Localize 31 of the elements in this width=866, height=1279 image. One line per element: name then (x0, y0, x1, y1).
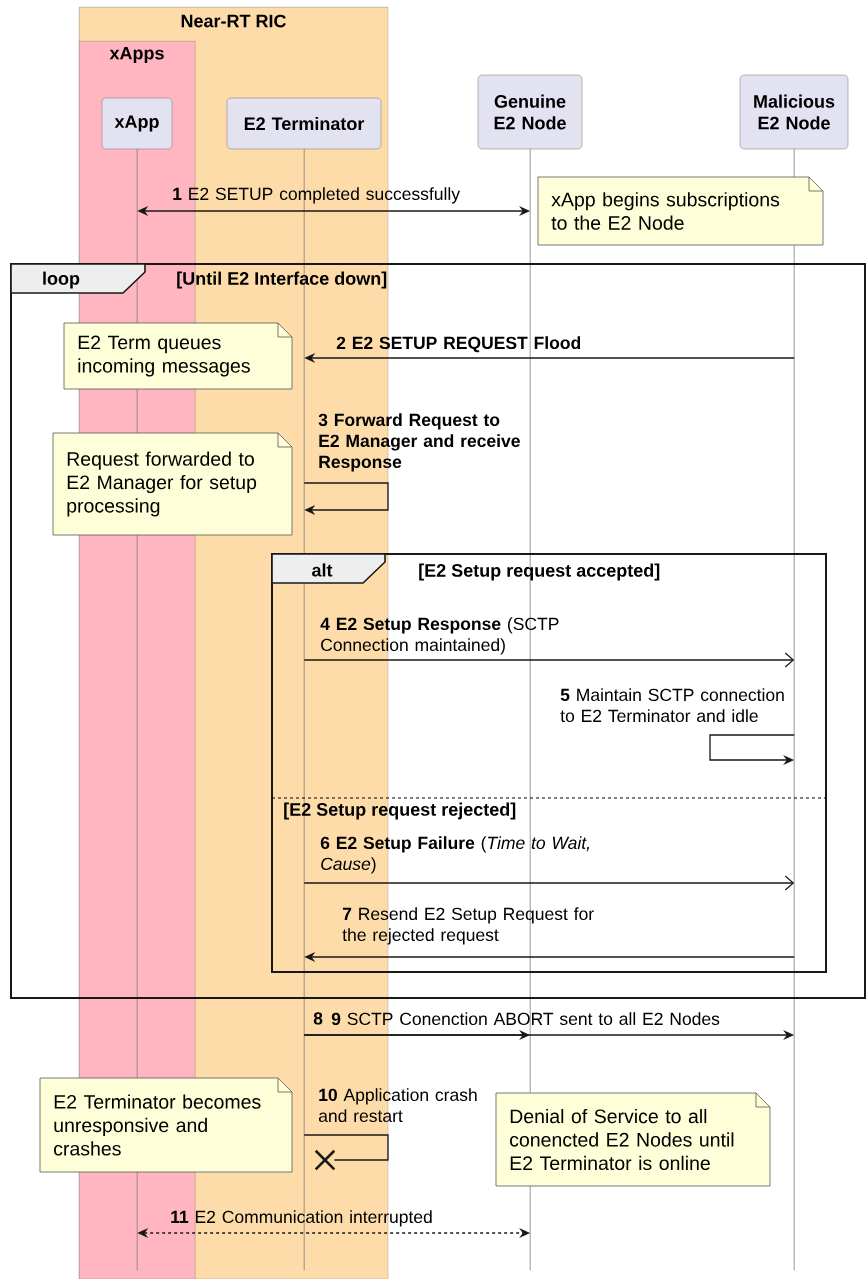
edge-label: 6 E2 Setup Failure (Time to Wait, Cause) (320, 836, 589, 874)
message-arrow (303, 652, 795, 668)
destroy-mark (314, 1149, 336, 1171)
edge-label: 9 SCTP Conenction ABORT sent to all E2 Nodes (331, 1012, 720, 1026)
lifeline (303, 148, 305, 1271)
edge-label: 4 E2 Setup Response (SCTP Connection maintained) (320, 617, 559, 655)
note: xApp begins subscriptions to the E2 Node (537, 176, 824, 246)
edge-label: 2 E2 SETUP REQUEST Flood (336, 336, 581, 353)
edge-label: 8 (313, 1012, 323, 1025)
edge-label: 10 Application crash and restart (318, 1088, 477, 1123)
guard-label: [Until E2 Interface down] (177, 271, 387, 289)
note: E2 Term queues incoming messages (63, 322, 293, 390)
guard-label: [E2 Setup request accepted] (419, 563, 660, 581)
lifeline (529, 148, 531, 1271)
edge-label: 7 Resend E2 Setup Request for the rejected request (342, 907, 594, 945)
edge-label: 11 E2 Communication interrupted (171, 1210, 432, 1227)
note: Denial of Service to all conencted E2 Nodes until E2 Terminator is online (495, 1092, 771, 1187)
note: E2 Terminator becomes unresponsive and crashes (39, 1077, 293, 1173)
participant-box: Malicious E2 Node (739, 74, 849, 150)
fragment-tab: loop (10, 263, 146, 294)
participant-box: E2 Terminator (226, 97, 382, 150)
note: Request forwarded to E2 Manager for setup processing (52, 432, 293, 536)
edge-label: 1 E2 SETUP completed successfully (173, 187, 460, 204)
participant-box: xApp (101, 97, 173, 150)
lifeline (793, 148, 795, 1271)
message-arrow (303, 875, 795, 891)
message-arrow (303, 482, 389, 516)
edge-label: 5 Maintain SCTP connection to E2 Terminator and idle (560, 688, 784, 723)
participant-box: Genuine E2 Node (477, 74, 583, 150)
edge-label: 3 Forward Request to E2 Manager and receive Response (318, 413, 520, 472)
guard-label: [E2 Setup request rejected] (284, 802, 516, 820)
